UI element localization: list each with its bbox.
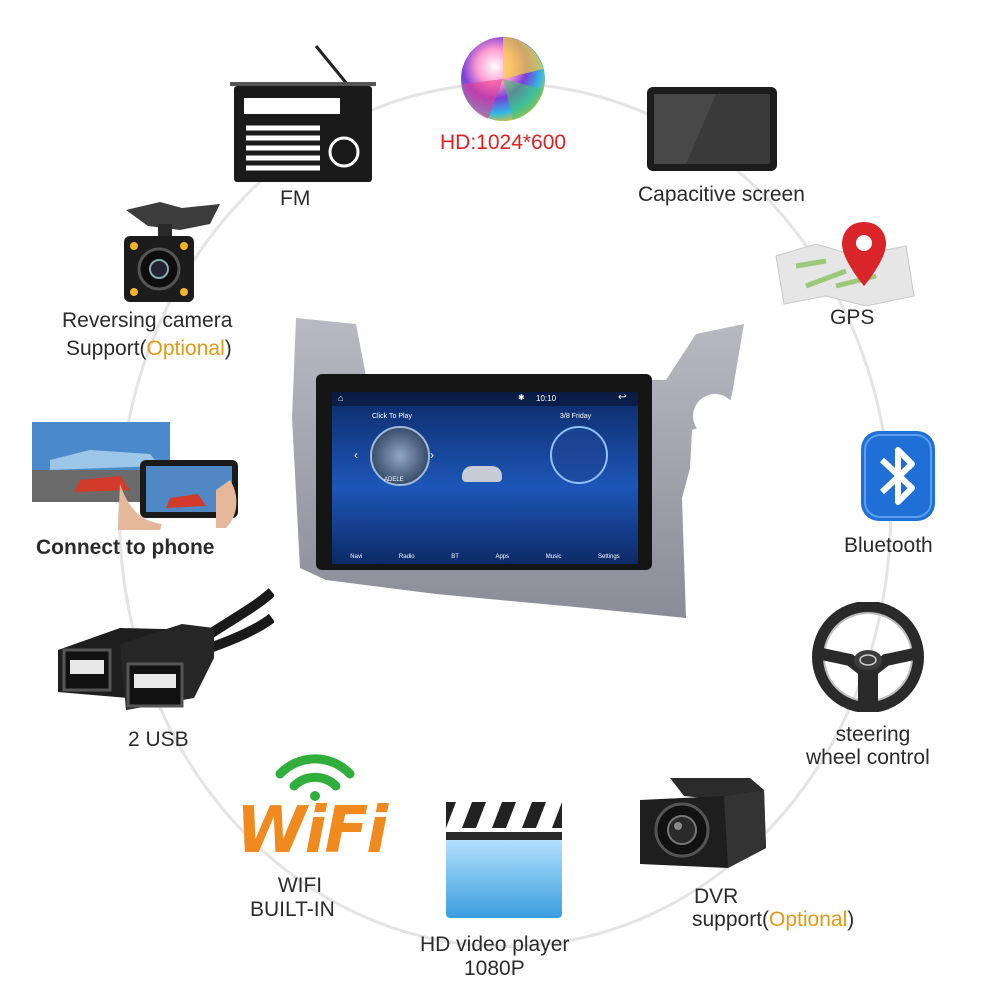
dock-music[interactable]: Music [545, 554, 562, 560]
dvr-optional-text: Optional [769, 908, 848, 931]
color-ball-icon [458, 34, 548, 124]
bluetooth-status-icon: ✱ [518, 393, 525, 402]
dock-settings[interactable]: Settings [598, 554, 620, 560]
next-track-icon[interactable]: › [430, 448, 434, 462]
bluetooth-icon [860, 430, 936, 522]
capacitive-label: Capacitive screen [638, 183, 805, 206]
dash-camera-icon [632, 768, 772, 878]
prev-track-icon[interactable]: ‹ [354, 448, 358, 462]
music-title: Click To Play [372, 413, 412, 420]
usb-cable-icon [54, 588, 274, 718]
dock-radio[interactable]: Radio [398, 554, 415, 560]
clapperboard-icon [442, 800, 566, 920]
video-line2: 1080P [464, 957, 525, 980]
fm-label: FM [280, 187, 311, 210]
reversing-camera-icon [120, 196, 226, 308]
wifi-line1: WIFI [277, 874, 323, 897]
status-bar: ⌂ ✱ 10:10 ↩ [332, 392, 638, 406]
video-line1: HD video player [420, 933, 570, 956]
tablet-screen-icon [646, 86, 778, 172]
head-unit: ⌂ ✱ 10:10 ↩ Click To Play ADELE ‹ › 3/8 … [286, 318, 760, 632]
radio-icon [228, 42, 378, 187]
wifi-icon [272, 752, 358, 802]
dock: Navi Radio BT Apps Music Settings [332, 522, 638, 564]
status-time: 10:10 [536, 394, 557, 403]
home-icon[interactable]: ⌂ [338, 393, 344, 403]
steering-line1: steering [835, 723, 911, 746]
device-screen: ⌂ ✱ 10:10 ↩ Click To Play ADELE ‹ › 3/8 … [332, 392, 638, 564]
dvr-paren-text: ) [847, 908, 855, 931]
camera-paren-text: ) [224, 337, 232, 360]
camera-support-text: Support( [66, 337, 147, 360]
camera-line1: Reversing camera [62, 309, 233, 332]
dock-bt[interactable]: BT [451, 554, 459, 560]
dvr-line1: DVR [694, 885, 739, 908]
wifi-line2: BUILT-IN [250, 898, 335, 921]
dvr-line2: support(Optional) [692, 907, 854, 932]
steering-line2: wheel control [806, 746, 930, 769]
camera-optional-text: Optional [146, 337, 225, 360]
clock-icon[interactable] [550, 426, 608, 484]
camera-line2: Support(Optional) [66, 336, 232, 361]
phone-label: Connect to phone [36, 536, 215, 559]
usb-label: 2 USB [128, 728, 189, 751]
map-pin-icon [766, 216, 916, 306]
dock-apps[interactable]: Apps [495, 554, 510, 560]
steering-wheel-icon [808, 602, 928, 712]
back-icon[interactable]: ↩ [618, 392, 627, 403]
album-text: ADELE [384, 477, 404, 483]
dvr-support-text: support( [692, 908, 770, 931]
wifi-logo: WiFi [236, 794, 388, 868]
album-art[interactable] [370, 426, 430, 486]
phone-mirror-icon [30, 420, 242, 530]
date-label: 3/8 Friday [560, 413, 592, 420]
gps-label: GPS [830, 306, 875, 329]
car-icon [462, 466, 502, 482]
hd-label: HD:1024*600 [440, 131, 567, 154]
dock-navi[interactable]: Navi [350, 554, 363, 560]
bluetooth-label: Bluetooth [844, 534, 933, 557]
